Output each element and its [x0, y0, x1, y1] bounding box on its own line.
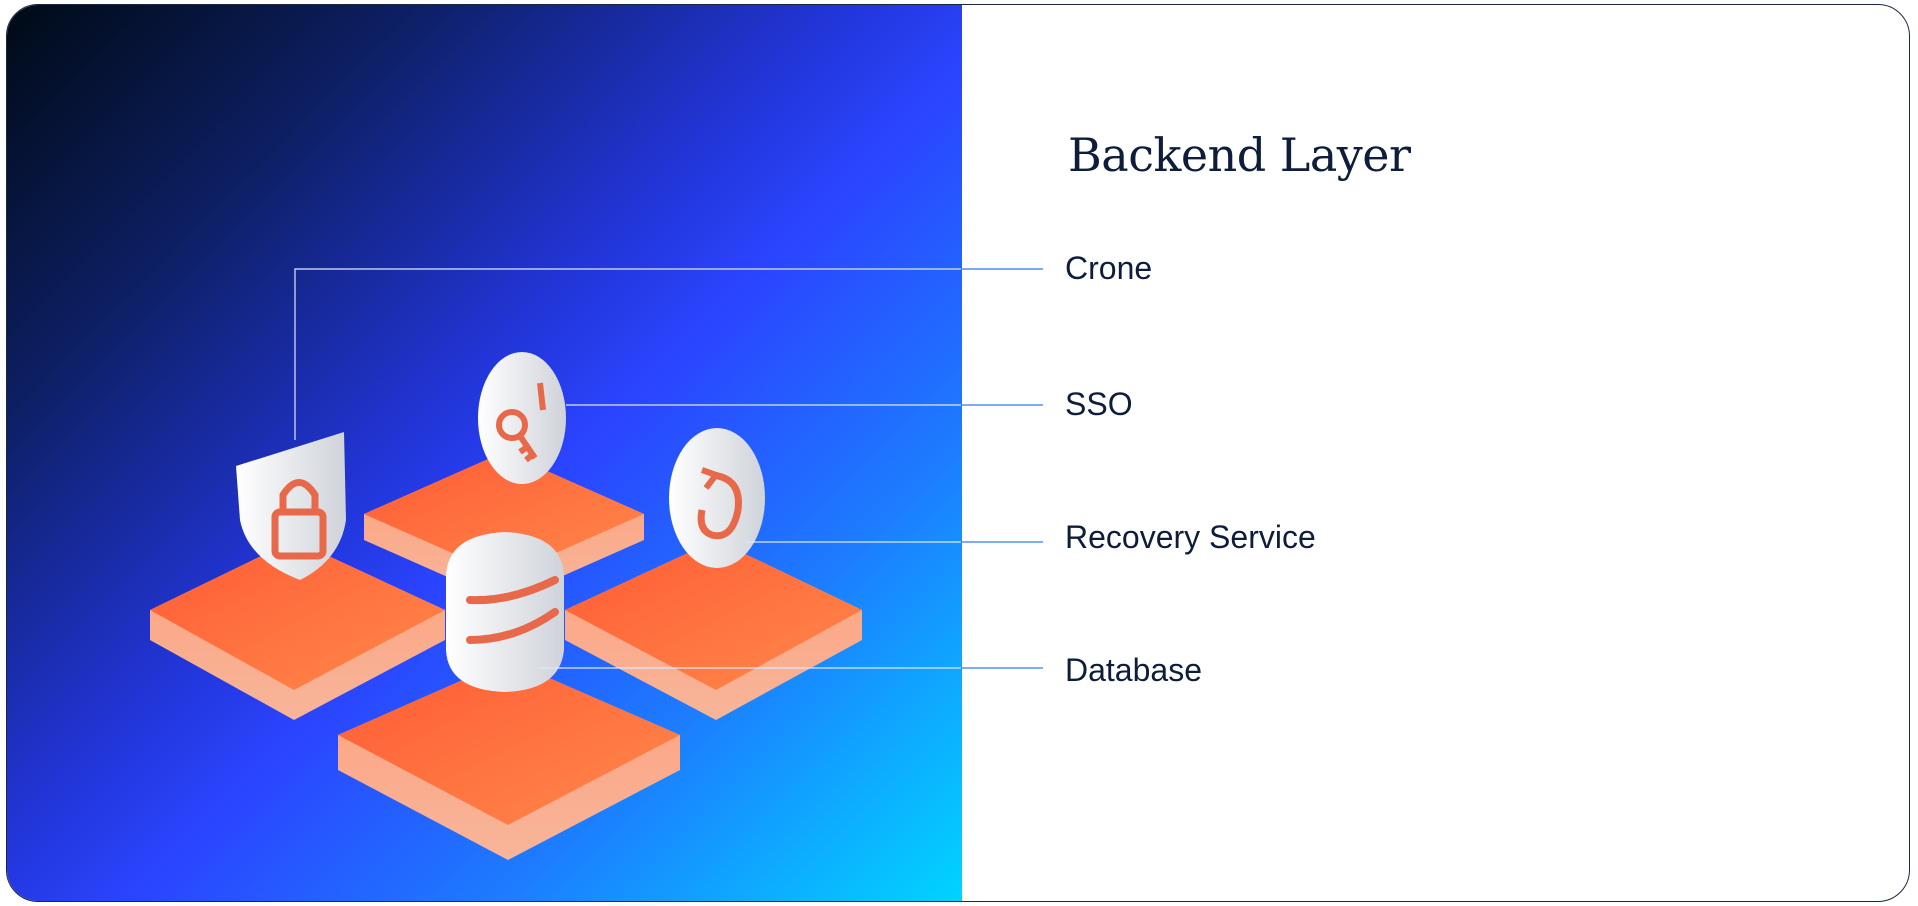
- tile-back: [364, 452, 644, 602]
- tile-right: [565, 540, 862, 720]
- refresh-icon: [669, 428, 765, 568]
- label-sso: SSO: [1065, 386, 1133, 422]
- database-icon: [446, 532, 564, 692]
- section-title: Backend Layer: [1068, 128, 1411, 182]
- label-crone: Crone: [1065, 250, 1153, 286]
- label-database: Database: [1065, 652, 1202, 688]
- key-icon: [478, 352, 566, 484]
- tile-front: [338, 660, 680, 860]
- connector-crone: [294, 268, 1043, 440]
- lock-shield-icon: [236, 432, 346, 580]
- label-recovery-service: Recovery Service: [1065, 519, 1316, 555]
- tile-left: [150, 540, 445, 720]
